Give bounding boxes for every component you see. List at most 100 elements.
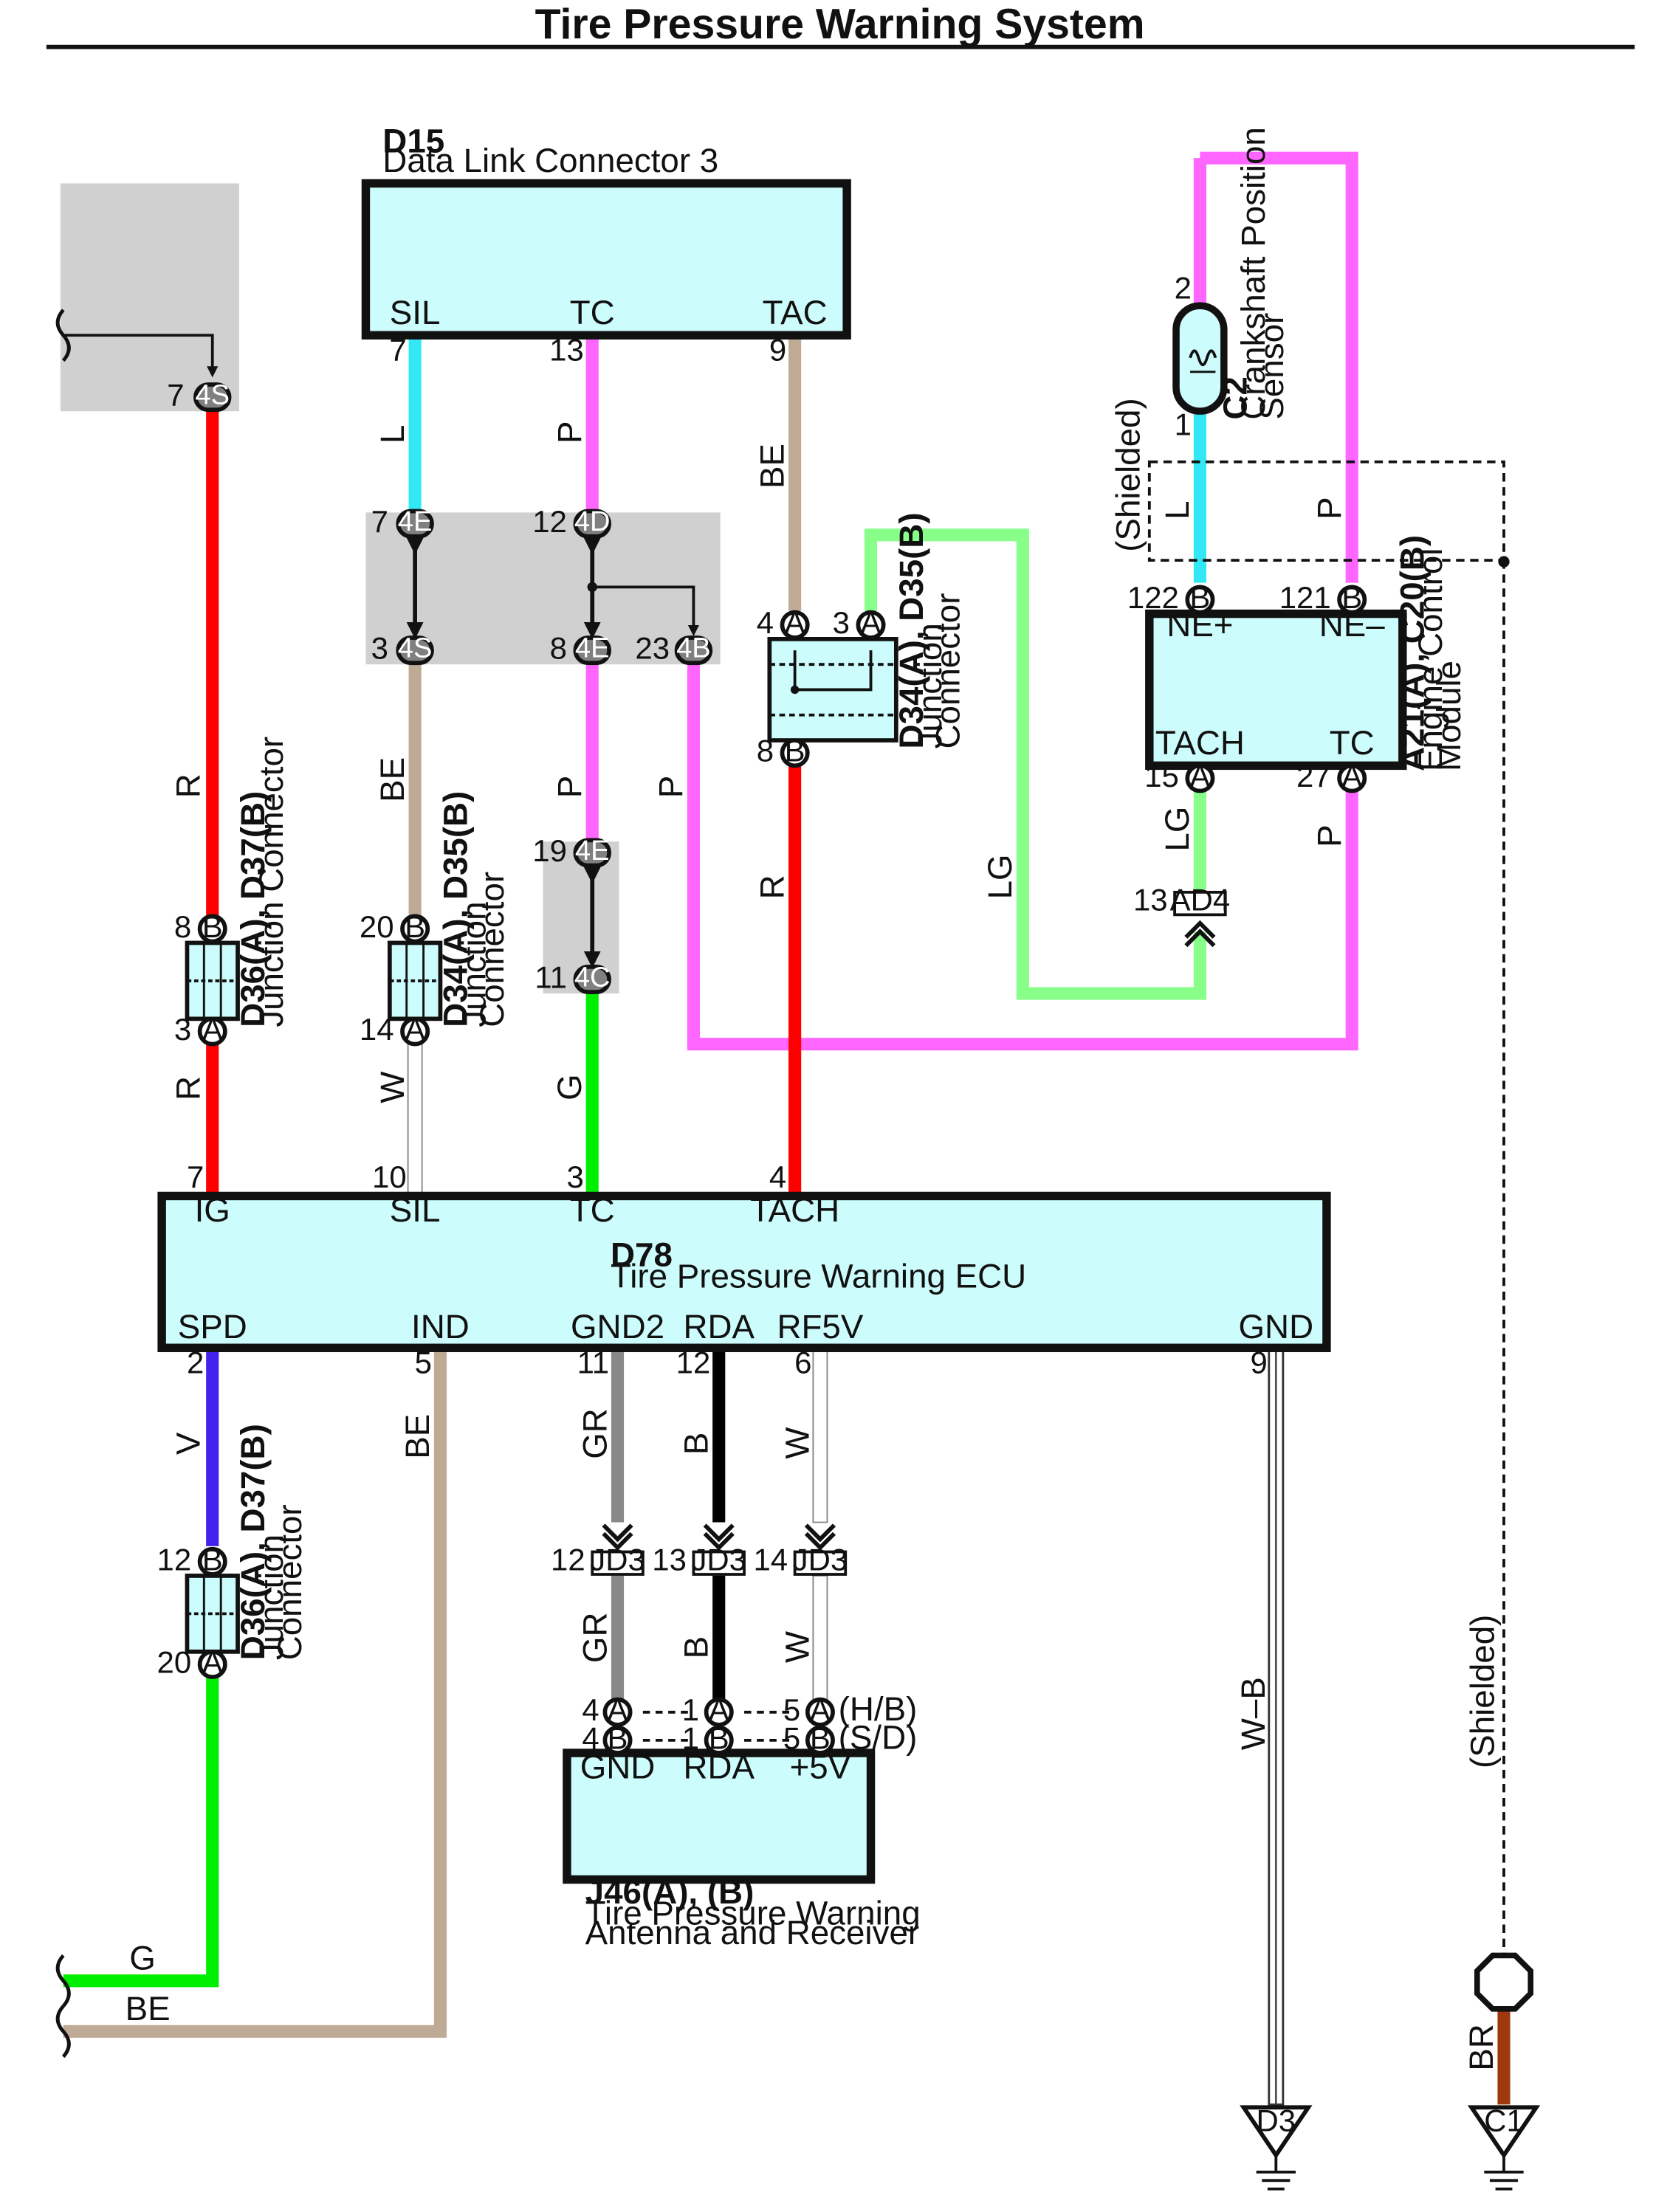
svg-text:R: R <box>170 773 207 798</box>
svg-text:A: A <box>861 605 882 640</box>
ecm-box <box>1145 609 1407 771</box>
svg-text:4S: 4S <box>195 380 230 411</box>
svg-text:20: 20 <box>360 909 394 944</box>
d78-pin-spd: SPD <box>178 1308 247 1346</box>
svg-text:GR: GR <box>576 1613 614 1664</box>
svg-text:BR: BR <box>1463 2024 1500 2071</box>
svg-text:15: 15 <box>1144 759 1179 793</box>
svg-text:A: A <box>1341 759 1362 793</box>
wire-p-ne-minus <box>1200 151 1358 583</box>
ecm-pin-tach: TACH <box>1155 724 1245 762</box>
svg-text:121: 121 <box>1279 580 1331 615</box>
svg-text:4S: 4S <box>398 633 433 664</box>
jc-d34-left <box>387 940 443 1021</box>
svg-text:12: 12 <box>551 1542 585 1577</box>
svg-text:4: 4 <box>582 1720 599 1755</box>
shield-ground-octagon-icon <box>1474 1952 1534 2012</box>
svg-text:BE: BE <box>126 1990 171 2027</box>
label-shielded-bottom: (Shielded) <box>1464 1615 1502 1768</box>
svg-text:BE: BE <box>399 1414 436 1459</box>
svg-text:4D: 4D <box>574 506 611 537</box>
svg-text:W: W <box>779 1427 817 1459</box>
oval-4s-3: 4S <box>396 633 434 666</box>
svg-text:B: B <box>677 1636 715 1659</box>
j46-name1: Tire Pressure Warning <box>585 1895 921 1932</box>
svg-text:4B: 4B <box>676 633 711 664</box>
svg-text:B: B <box>405 909 425 944</box>
svg-text:2: 2 <box>1175 271 1192 306</box>
jc-d34-right <box>767 637 898 742</box>
svg-text:R: R <box>170 1076 207 1100</box>
svg-text:7: 7 <box>167 378 184 413</box>
jc-d34-right-id: D34(A), D35(B) <box>893 512 930 748</box>
wire-w-sil <box>407 1032 423 1197</box>
label-sd: (S/D) <box>839 1718 918 1756</box>
svg-text:P: P <box>1310 824 1348 847</box>
svg-text:G: G <box>129 1939 156 1977</box>
jc-d34-right-name2: Connector <box>929 593 967 749</box>
svg-text:12: 12 <box>157 1542 192 1577</box>
shield-box <box>1147 460 1505 562</box>
svg-text:B: B <box>810 1720 831 1755</box>
svg-text:JD3: JD3 <box>793 1542 848 1577</box>
svg-text:12: 12 <box>676 1346 711 1380</box>
j46-name2: Antenna and Receiver <box>585 1914 919 1951</box>
connector-jd3-w: JD3 <box>793 1523 848 1577</box>
svg-text:14: 14 <box>360 1012 394 1047</box>
svg-text:13: 13 <box>652 1542 687 1577</box>
svg-text:12: 12 <box>532 504 567 539</box>
ecm-label-group: A21(A), C20(B) Engine Control Module <box>1393 535 1468 771</box>
svg-text:5: 5 <box>415 1346 432 1380</box>
wire-g-spd <box>63 1677 219 1988</box>
c2-label-group: C2 Crankshaft Position Sensor <box>1216 127 1291 419</box>
svg-text:3: 3 <box>174 1012 191 1047</box>
svg-text:A: A <box>810 1692 831 1727</box>
jc-d36-top-id: D36(A), D37(B) <box>234 791 272 1027</box>
svg-text:4: 4 <box>757 605 774 640</box>
d15-pin-tc: TC <box>570 294 615 331</box>
svg-text:B: B <box>785 734 805 768</box>
connector-jd3-gr: JD3 <box>590 1523 645 1577</box>
oval-4e-19: 4E <box>573 835 611 868</box>
svg-text:D3: D3 <box>1257 2104 1296 2138</box>
svg-text:4: 4 <box>769 1160 786 1194</box>
jc-d36-bottom <box>185 1574 240 1654</box>
svg-text:9: 9 <box>769 333 786 368</box>
svg-text:C1: C1 <box>1484 2104 1524 2138</box>
svg-text:1: 1 <box>1175 407 1192 442</box>
d15-name: Data Link Connector 3 <box>382 142 718 179</box>
page-title: Tire Pressure Warning System <box>535 1 1145 48</box>
svg-text:LG: LG <box>1158 807 1196 852</box>
svg-text:5: 5 <box>783 1692 800 1727</box>
svg-text:W–B: W–B <box>1234 1677 1272 1750</box>
jc-d36-top-name: Junction Connector <box>252 737 290 1027</box>
svg-text:3: 3 <box>371 631 388 666</box>
svg-text:1: 1 <box>682 1720 699 1755</box>
oval-4b-23: 4B <box>674 633 713 666</box>
svg-text:4E: 4E <box>575 835 610 866</box>
svg-text:A: A <box>202 1012 223 1047</box>
c2-name1: Crankshaft Position <box>1234 127 1272 419</box>
svg-text:8: 8 <box>550 631 567 666</box>
label-shielded-top: (Shielded) <box>1109 398 1147 551</box>
svg-text:G: G <box>551 1074 588 1100</box>
svg-text:7: 7 <box>187 1160 204 1194</box>
svg-text:L: L <box>1158 500 1196 519</box>
svg-text:A: A <box>608 1692 628 1727</box>
sensor-coil-icon <box>1189 349 1217 367</box>
svg-text:B: B <box>202 1542 223 1577</box>
svg-text:13: 13 <box>549 333 584 368</box>
wire-p-4b-ecm-tc <box>687 664 1358 1051</box>
jc-d34-right-name1: Junction <box>911 623 949 748</box>
svg-text:V: V <box>170 1432 207 1455</box>
d78-box <box>157 1191 1331 1352</box>
jc-d36-bottom-id: D36(A), D37(B) <box>234 1424 272 1660</box>
svg-text:20: 20 <box>157 1644 192 1679</box>
d78-pin-ig: IG <box>195 1191 230 1229</box>
svg-text:A: A <box>785 605 805 640</box>
d78-pin-tc: TC <box>570 1191 615 1229</box>
svg-text:L: L <box>374 425 411 444</box>
c2-name2: Sensor <box>1253 313 1291 420</box>
d78-pin-ind: IND <box>411 1308 470 1346</box>
ecm-name1: Engine Control <box>1412 548 1449 771</box>
